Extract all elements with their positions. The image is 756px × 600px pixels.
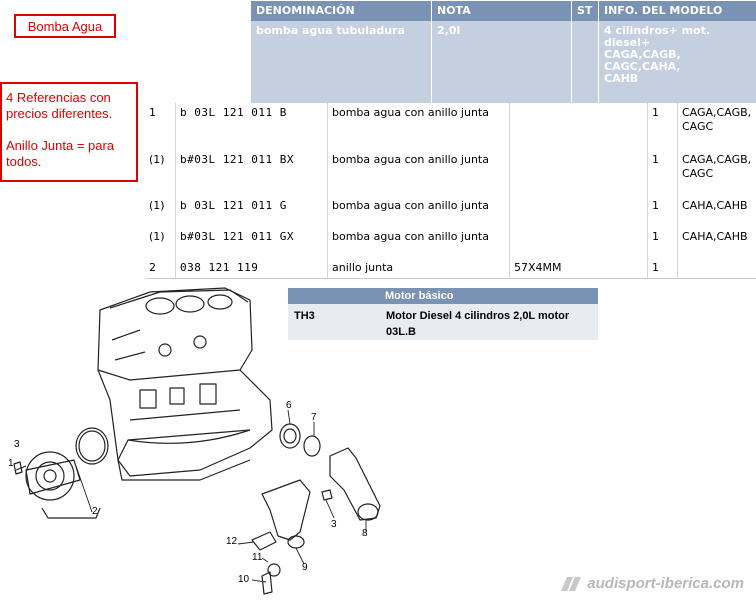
header-col-denominacion: DENOMINACIÓN bomba agua tubuladura	[251, 1, 431, 103]
motor-desc: Motor Diesel 4 cilindros 2,0L motor 03L.…	[386, 310, 570, 338]
part-desc: bomba agua con anillo junta	[327, 196, 509, 227]
part-desc: bomba agua con anillo junta	[327, 227, 509, 258]
exploded-diagram	[13, 287, 381, 595]
part-note	[509, 103, 647, 150]
watermark-text: audisport-iberica.com	[587, 575, 744, 592]
table-row: (1) b#03L 121 011 GX bomba agua con anil…	[145, 227, 756, 259]
part-pos: 2	[149, 261, 156, 274]
motor-code: TH3	[294, 310, 315, 322]
callout-label: 3	[14, 439, 20, 450]
callout-label: 1	[8, 458, 14, 469]
callout-label: 3	[331, 519, 337, 530]
callout-label: 2	[92, 506, 98, 517]
part-note: 57X4MM	[509, 258, 647, 278]
table-row: 2 038 121 119 anillo junta 57X4MM 1	[145, 258, 756, 279]
part-ref: b 03L 121 011 G	[175, 196, 327, 227]
callout-label: 11	[252, 552, 263, 563]
header-label-denominacion: DENOMINACIÓN	[256, 4, 355, 17]
header-value-info: 4 cilindros+ mot. diesel+ CAGA,CAGB, CAG…	[604, 24, 711, 85]
part-desc: bomba agua con anillo junta	[327, 150, 509, 196]
part-desc: bomba agua con anillo junta	[327, 103, 509, 150]
part-ref: b#03L 121 011 BX	[175, 150, 327, 196]
part-qty: 1	[647, 258, 677, 278]
part-ref: b#03L 121 011 GX	[175, 227, 327, 258]
note-line-2: Anillo Junta = para todos.	[6, 138, 115, 169]
part-models: CAGA,CAGB, CAGC	[677, 150, 756, 196]
part-models: CAHA,CAHB	[677, 196, 756, 227]
note-line-1: 4 Referencias con precios diferentes.	[6, 90, 113, 121]
header-col-nota: NOTA 2,0l	[431, 1, 571, 103]
part-qty: 1	[647, 196, 677, 227]
header-label-st: ST	[577, 4, 593, 17]
part-models	[677, 258, 756, 278]
header-body	[251, 21, 756, 103]
callout-label: 7	[311, 412, 317, 423]
note-box: 4 Referencias con precios diferentes. An…	[0, 82, 138, 182]
part-qty: 1	[647, 150, 677, 196]
motor-header: Motor básico	[380, 288, 598, 304]
header-bar	[251, 1, 756, 21]
part-ref: b 03L 121 011 B	[175, 103, 327, 150]
callout-label: 6	[286, 400, 292, 411]
header-value-nota: 2,0l	[437, 24, 461, 37]
part-qty: 1	[647, 103, 677, 150]
part-models: CAHA,CAHB	[677, 227, 756, 258]
part-pos: (1)	[149, 230, 165, 243]
callout-label: 8	[362, 528, 368, 539]
callout-label: 10	[238, 574, 250, 585]
title-box-label: Bomba Agua	[27, 18, 103, 34]
title-box: Bomba Agua	[14, 14, 116, 38]
header-value-denominacion: bomba agua tubuladura	[256, 24, 405, 37]
motor-header-blank	[288, 288, 380, 304]
header-value-st	[572, 21, 598, 29]
table-row: (1) b 03L 121 011 G bomba agua con anill…	[145, 196, 756, 228]
part-pos: 1	[149, 106, 156, 119]
header-label-info: INFO. DEL MODELO	[604, 4, 723, 17]
header-col-info: INFO. DEL MODELO 4 cilindros+ mot. diese…	[598, 1, 756, 103]
part-note	[509, 150, 647, 196]
part-qty: 1	[647, 227, 677, 258]
part-note	[509, 196, 647, 227]
table-row: (1) b#03L 121 011 BX bomba agua con anil…	[145, 150, 756, 197]
part-note	[509, 227, 647, 258]
header-label-nota: NOTA	[437, 4, 471, 17]
header-col-st: ST	[571, 1, 598, 103]
part-pos: (1)	[149, 153, 165, 166]
motor-table: Motor básico TH3 Motor Diesel 4 cilindro…	[288, 288, 598, 340]
callout-label: 12	[226, 536, 238, 547]
model-header-table: DENOMINACIÓN bomba agua tubuladura NOTA …	[251, 1, 756, 103]
table-row: 1 b 03L 121 011 B bomba agua con anillo …	[145, 103, 756, 151]
watermark-logo-icon	[561, 576, 582, 591]
part-desc: anillo junta	[327, 258, 509, 278]
part-ref: 038 121 119	[175, 258, 327, 278]
part-pos: (1)	[149, 199, 165, 212]
part-models: CAGA,CAGB, CAGC	[677, 103, 756, 150]
callout-label: 9	[302, 562, 308, 573]
watermark: audisport-iberica.com	[561, 575, 744, 592]
